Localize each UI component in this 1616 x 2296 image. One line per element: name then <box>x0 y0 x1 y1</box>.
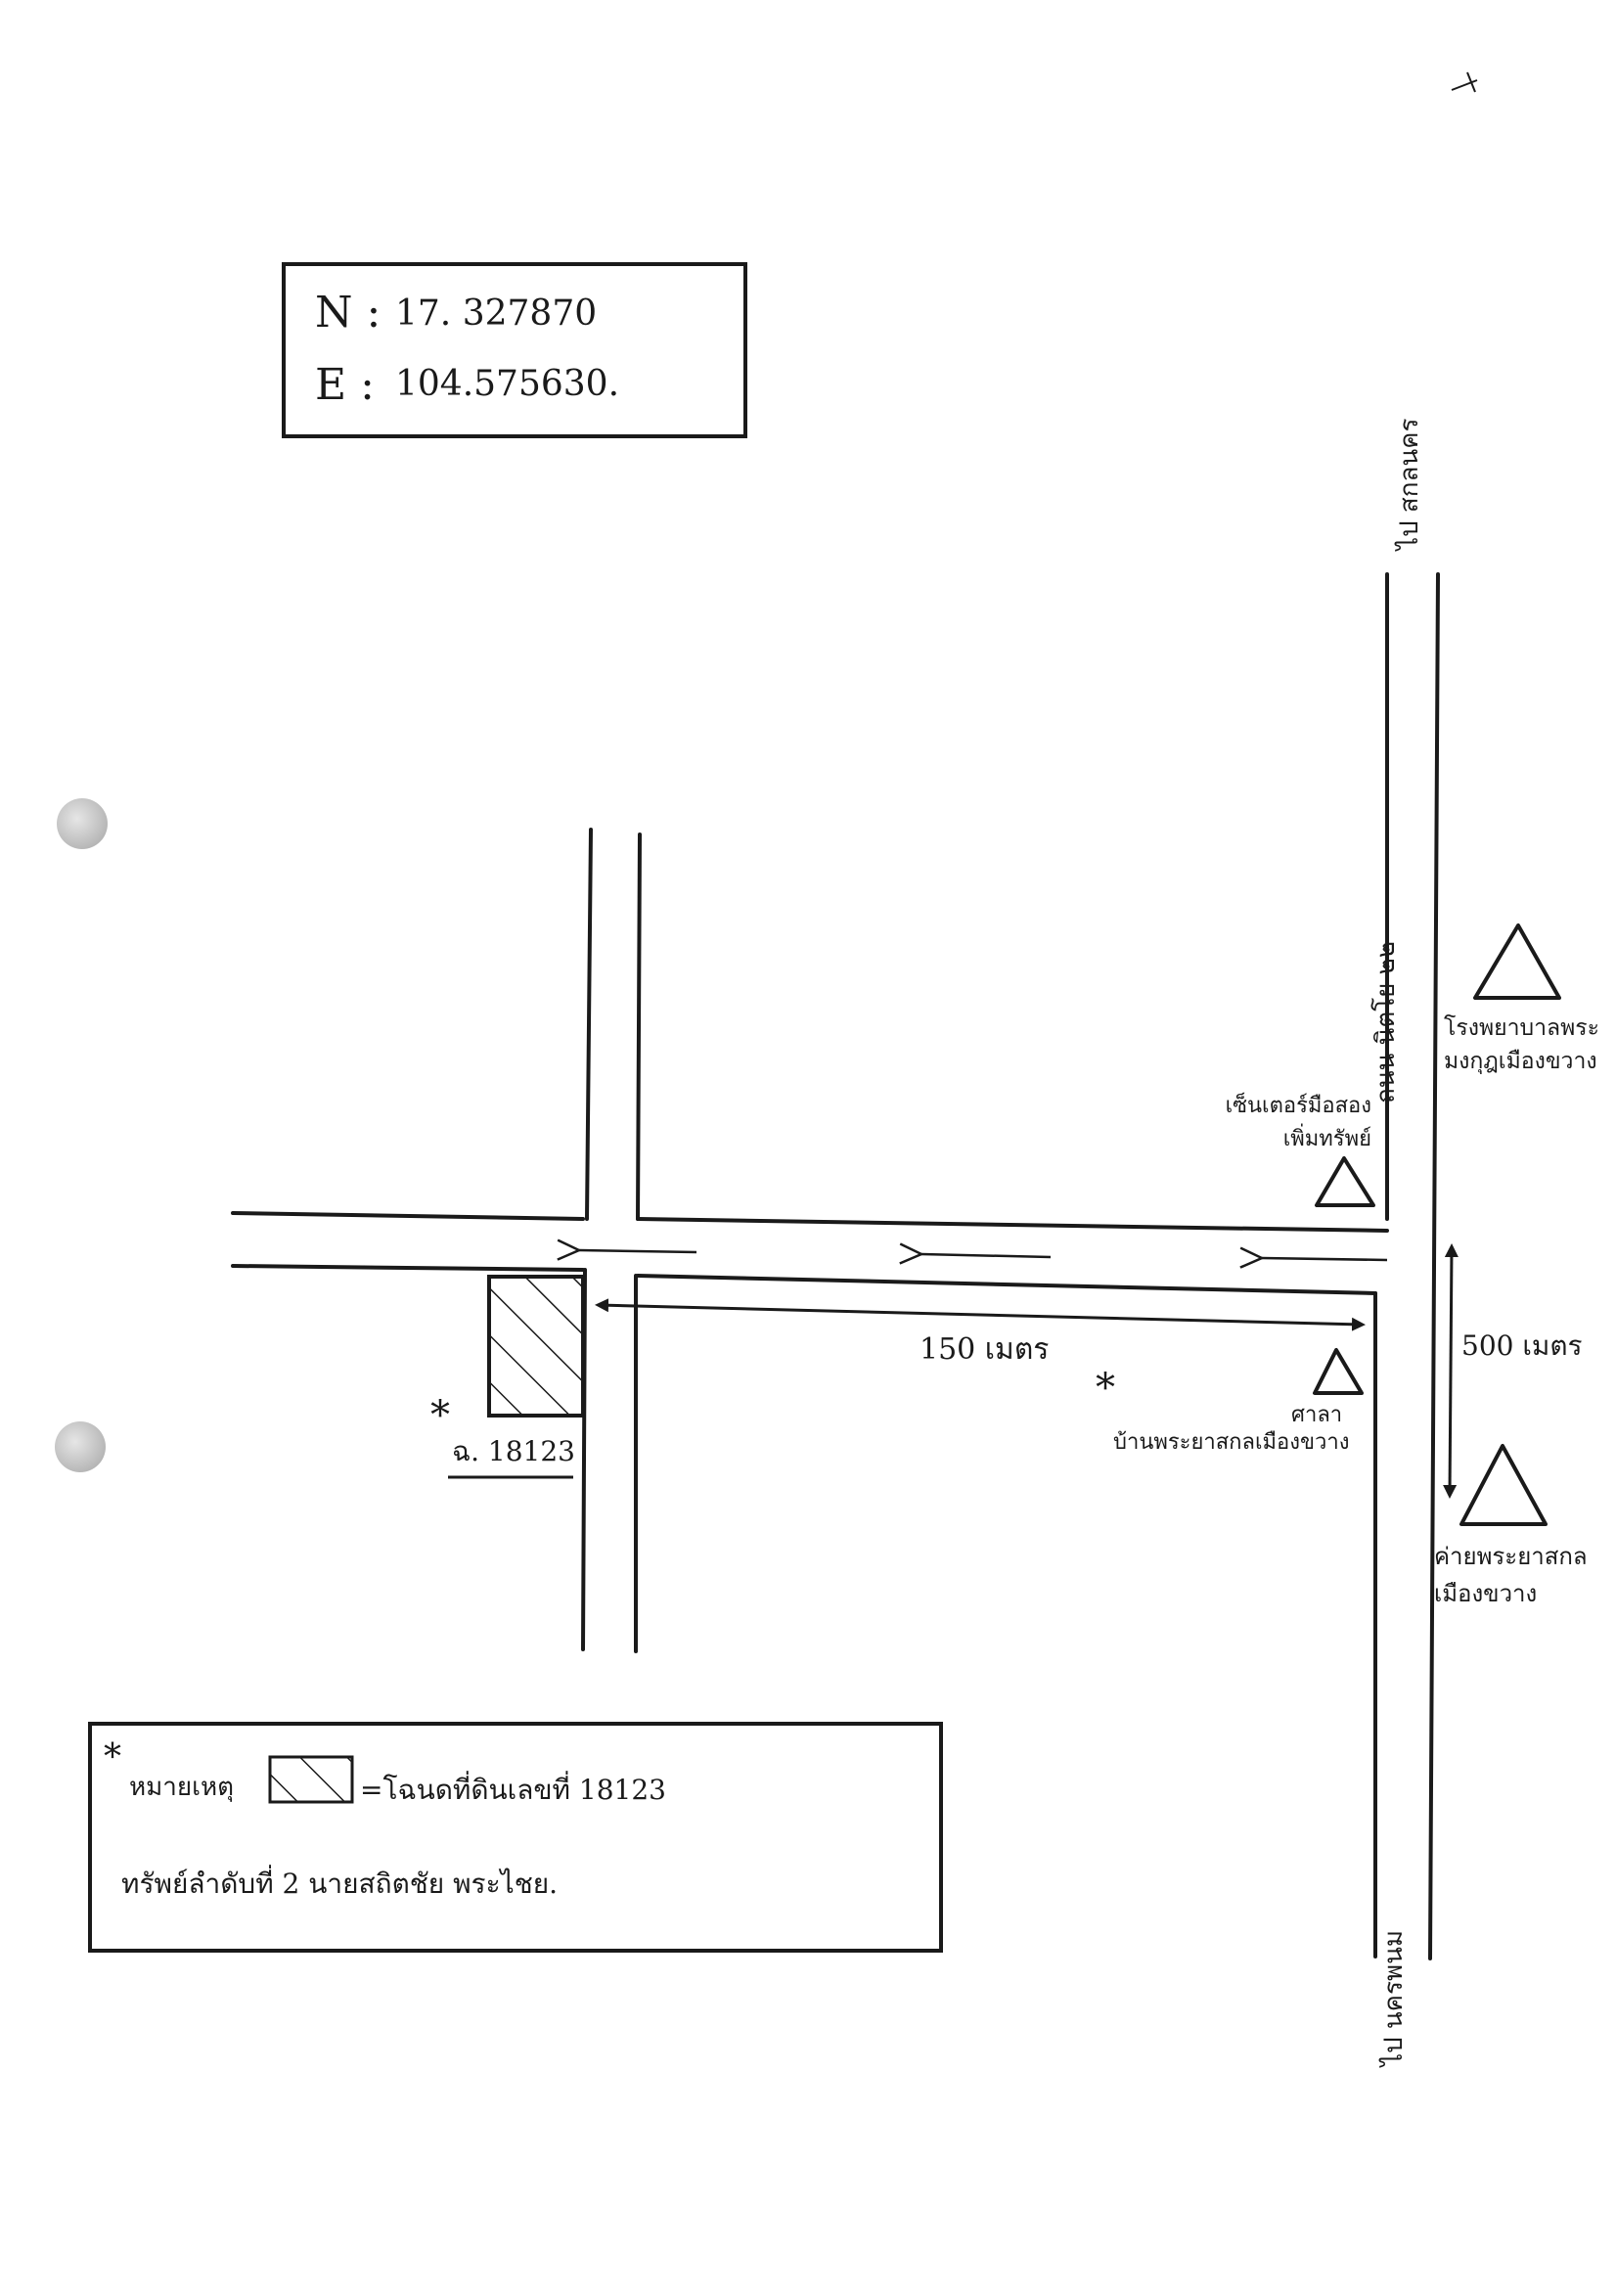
sala-label: ศาลา <box>1291 1403 1343 1427</box>
legend-title: หมายเหตุ <box>129 1773 235 1802</box>
parcel-hatch <box>487 1275 585 1418</box>
direction-arrow-2 <box>921 1254 1052 1257</box>
corner-mark <box>1451 71 1478 93</box>
coordinates-box: N : 17. 327870 E : 104.575630. <box>282 262 747 438</box>
punch-hole-top <box>57 798 108 849</box>
hospital-label: โรงพยาบาลพระมงกุฎเมืองขวาง <box>1444 1015 1599 1074</box>
e-label: E : <box>315 360 375 410</box>
side-road-right-top <box>636 833 642 1221</box>
direction-arrow-3 <box>579 1250 697 1252</box>
n-value: 17. 327870 <box>395 293 598 334</box>
parcel-star: * <box>430 1393 450 1438</box>
sala-triangle-icon <box>1313 1348 1364 1395</box>
parcel-label: ฉ. 18123 <box>452 1435 575 1467</box>
side-road-left-top <box>585 828 593 1221</box>
legend-star: * <box>104 1737 121 1778</box>
cross-road-bottom-right <box>636 1274 1377 1295</box>
measure-500-arrow <box>1443 1243 1459 1499</box>
punch-hole-bottom <box>55 1421 106 1472</box>
camp-label: ค่ายพระยาสกล เมืองขวาง <box>1434 1543 1588 1607</box>
e-value: 104.575630. <box>395 364 620 404</box>
camp-triangle-icon <box>1459 1444 1548 1526</box>
legend-hatch-swatch <box>268 1755 354 1804</box>
cross-road-bottom-left <box>231 1264 585 1272</box>
dealer-triangle-icon <box>1315 1156 1375 1207</box>
cross-road-top-right <box>636 1217 1389 1233</box>
village-label: บ้านพระยาสกลเมืองขวาง <box>1113 1430 1350 1455</box>
n-label: N : <box>315 288 382 338</box>
direction-arrow-1 <box>1262 1258 1388 1260</box>
measure-150-arrow <box>595 1298 1366 1331</box>
dealer-label: เซ็นเตอร์มือสองเพิ่มทรัพย์ <box>1225 1094 1371 1151</box>
cross-road-top-left <box>231 1211 585 1221</box>
to-sakon-label: ไป สกลนคร <box>1395 418 1424 550</box>
road-name-label: ถนน นิตโย ๒๒ <box>1371 941 1401 1103</box>
legend-parcel-desc: =โฉนดที่ดินเลขที่ 18123 <box>360 1774 666 1806</box>
main-road-right-edge <box>1428 572 1440 1960</box>
to-nakhon-phanom-label: ไป นครพนม <box>1379 1929 1409 2066</box>
measure-500-label: 500 เมตร <box>1461 1329 1583 1362</box>
measure-150-label: 150 เมตร <box>920 1332 1050 1367</box>
legend-line-2: ทรัพย์ลำดับที่ 2 นายสถิตชัย พระไชย. <box>121 1868 559 1900</box>
legend-box: * หมายเหตุ =โฉนดที่ดินเลขที่ 18123 ทรัพย… <box>88 1722 943 1953</box>
village-star: * <box>1096 1366 1115 1411</box>
hospital-triangle-icon <box>1473 923 1561 1000</box>
